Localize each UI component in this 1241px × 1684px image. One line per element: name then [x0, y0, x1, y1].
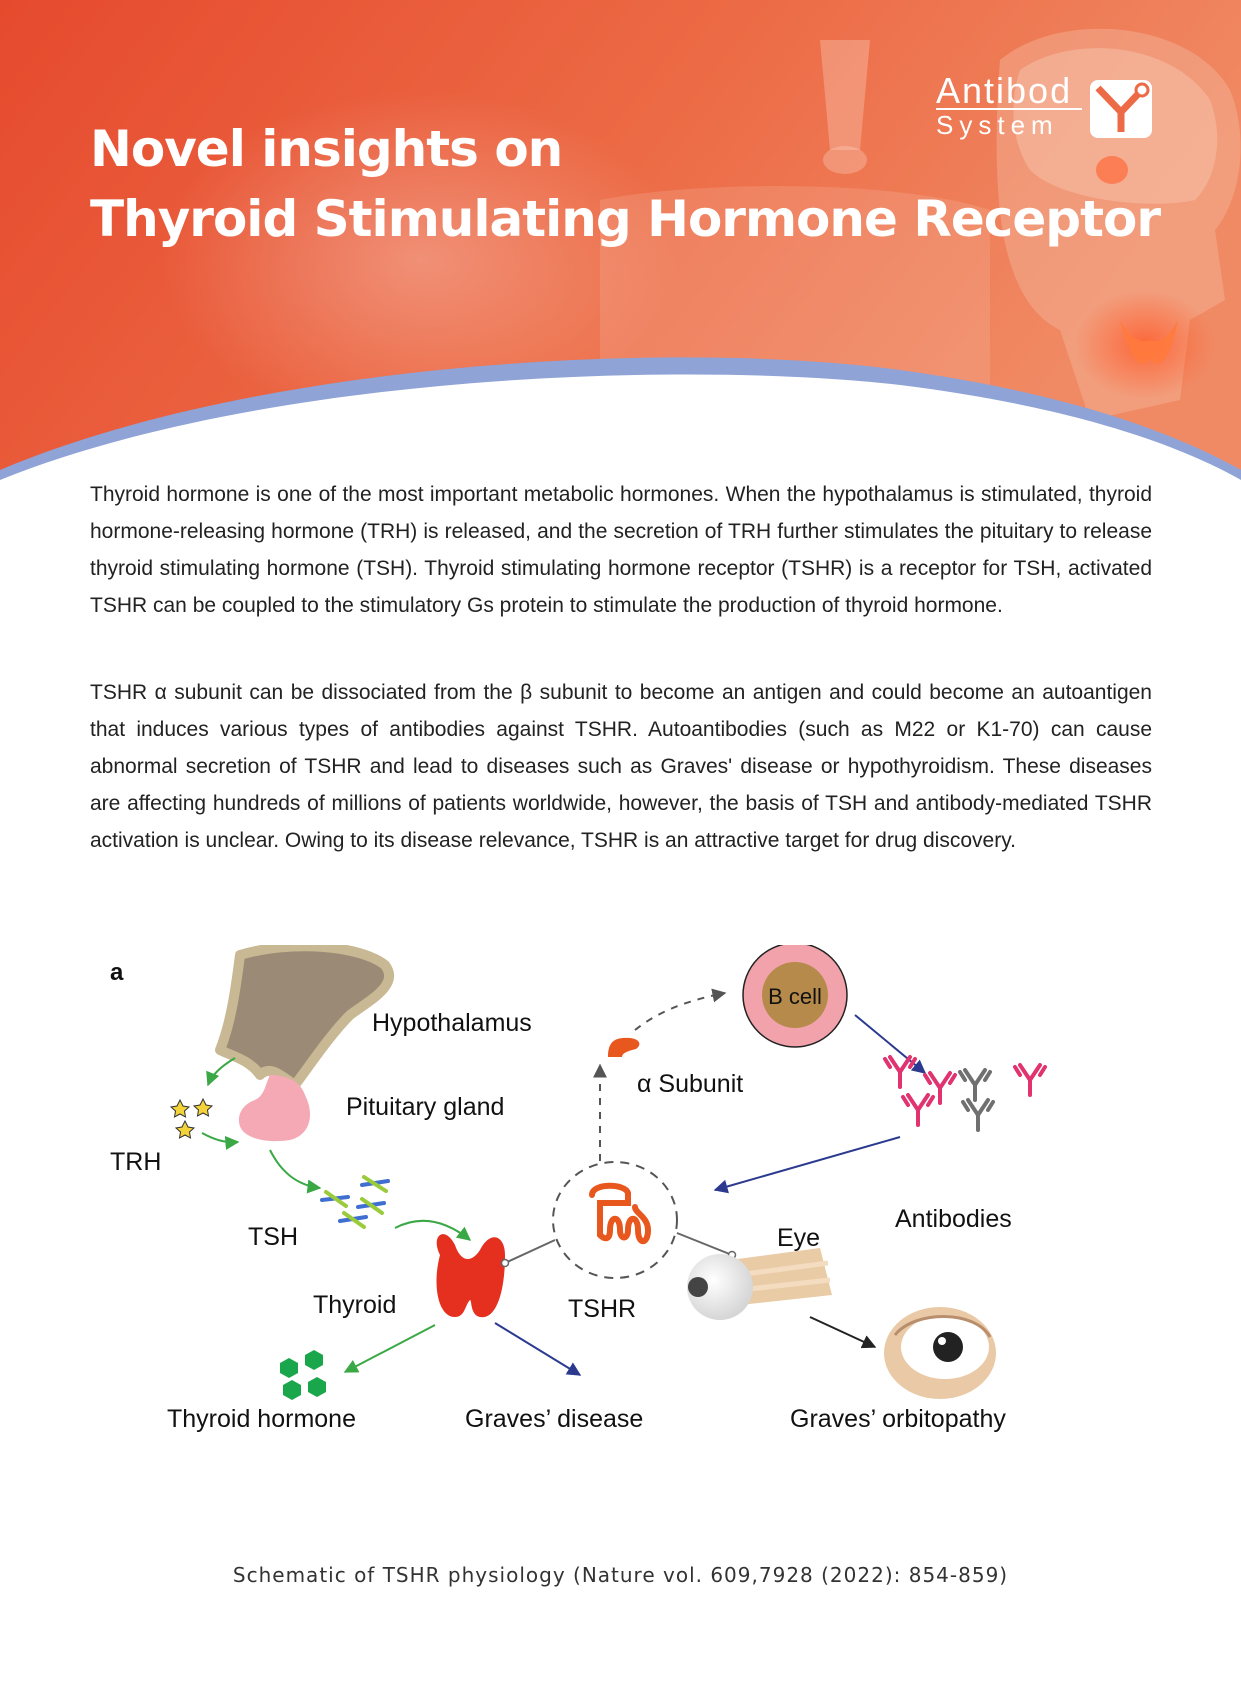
eye-label: Eye: [777, 1224, 820, 1252]
page-title-line1: Novel insights on: [90, 120, 563, 178]
thyroid-gland-icon: [436, 1234, 505, 1318]
figure-caption: Schematic of TSHR physiology (Nature vol…: [232, 1563, 1009, 1587]
graves-disease-label: Graves’ disease: [465, 1405, 643, 1433]
pituitary-icon: [238, 1075, 310, 1142]
brand-name-line1: Antibod: [936, 70, 1073, 111]
panel-label: a: [110, 959, 124, 986]
hormone-hexagon-icon: [280, 1350, 326, 1400]
tsh-label: TSH: [248, 1223, 298, 1251]
bulging-eye-icon: [884, 1307, 996, 1399]
header-banner: [0, 0, 1241, 480]
hypothalamus-icon: [215, 945, 394, 1090]
page-title-line2: Thyroid Stimulating Hormone Receptor: [90, 190, 1161, 248]
alpha-subunit-label: α Subunit: [637, 1070, 743, 1098]
alpha-subunit-icon: [608, 1037, 640, 1057]
receptor-icon: [589, 1182, 652, 1245]
b-cell-icon: [742, 945, 848, 1048]
thyroid-label: Thyroid: [313, 1291, 396, 1319]
body-paragraph-1: Thyroid hormone is one of the most impor…: [90, 483, 1152, 617]
body-paragraph-2: TSHR α subunit can be dissociated from t…: [90, 681, 1152, 852]
trh-label: TRH: [110, 1148, 161, 1176]
tshr-label: TSHR: [568, 1295, 636, 1323]
tsh-molecule-icon: [320, 1175, 390, 1229]
thyroid-hormone-label: Thyroid hormone: [167, 1405, 356, 1433]
brand-divider: [936, 108, 1082, 110]
brand-mark-icon: [1090, 80, 1152, 138]
b-cell-label: B cell: [768, 984, 822, 1009]
brand-name-line2: System: [936, 110, 1059, 140]
tshr-schematic: a Hypothalamus Pituitary gland TRH TSH T…: [110, 945, 1047, 1433]
trh-star-icon: [169, 1097, 214, 1139]
antibody-icon: [883, 1055, 1047, 1132]
pituitary-label: Pituitary gland: [346, 1093, 504, 1121]
hypothalamus-label: Hypothalamus: [372, 1009, 532, 1037]
antibodies-label: Antibodies: [895, 1205, 1012, 1233]
graves-orbitopathy-label: Graves’ orbitopathy: [790, 1405, 1006, 1433]
eye-icon: [687, 1248, 832, 1320]
brand-logo: Antibod System: [936, 70, 1156, 150]
